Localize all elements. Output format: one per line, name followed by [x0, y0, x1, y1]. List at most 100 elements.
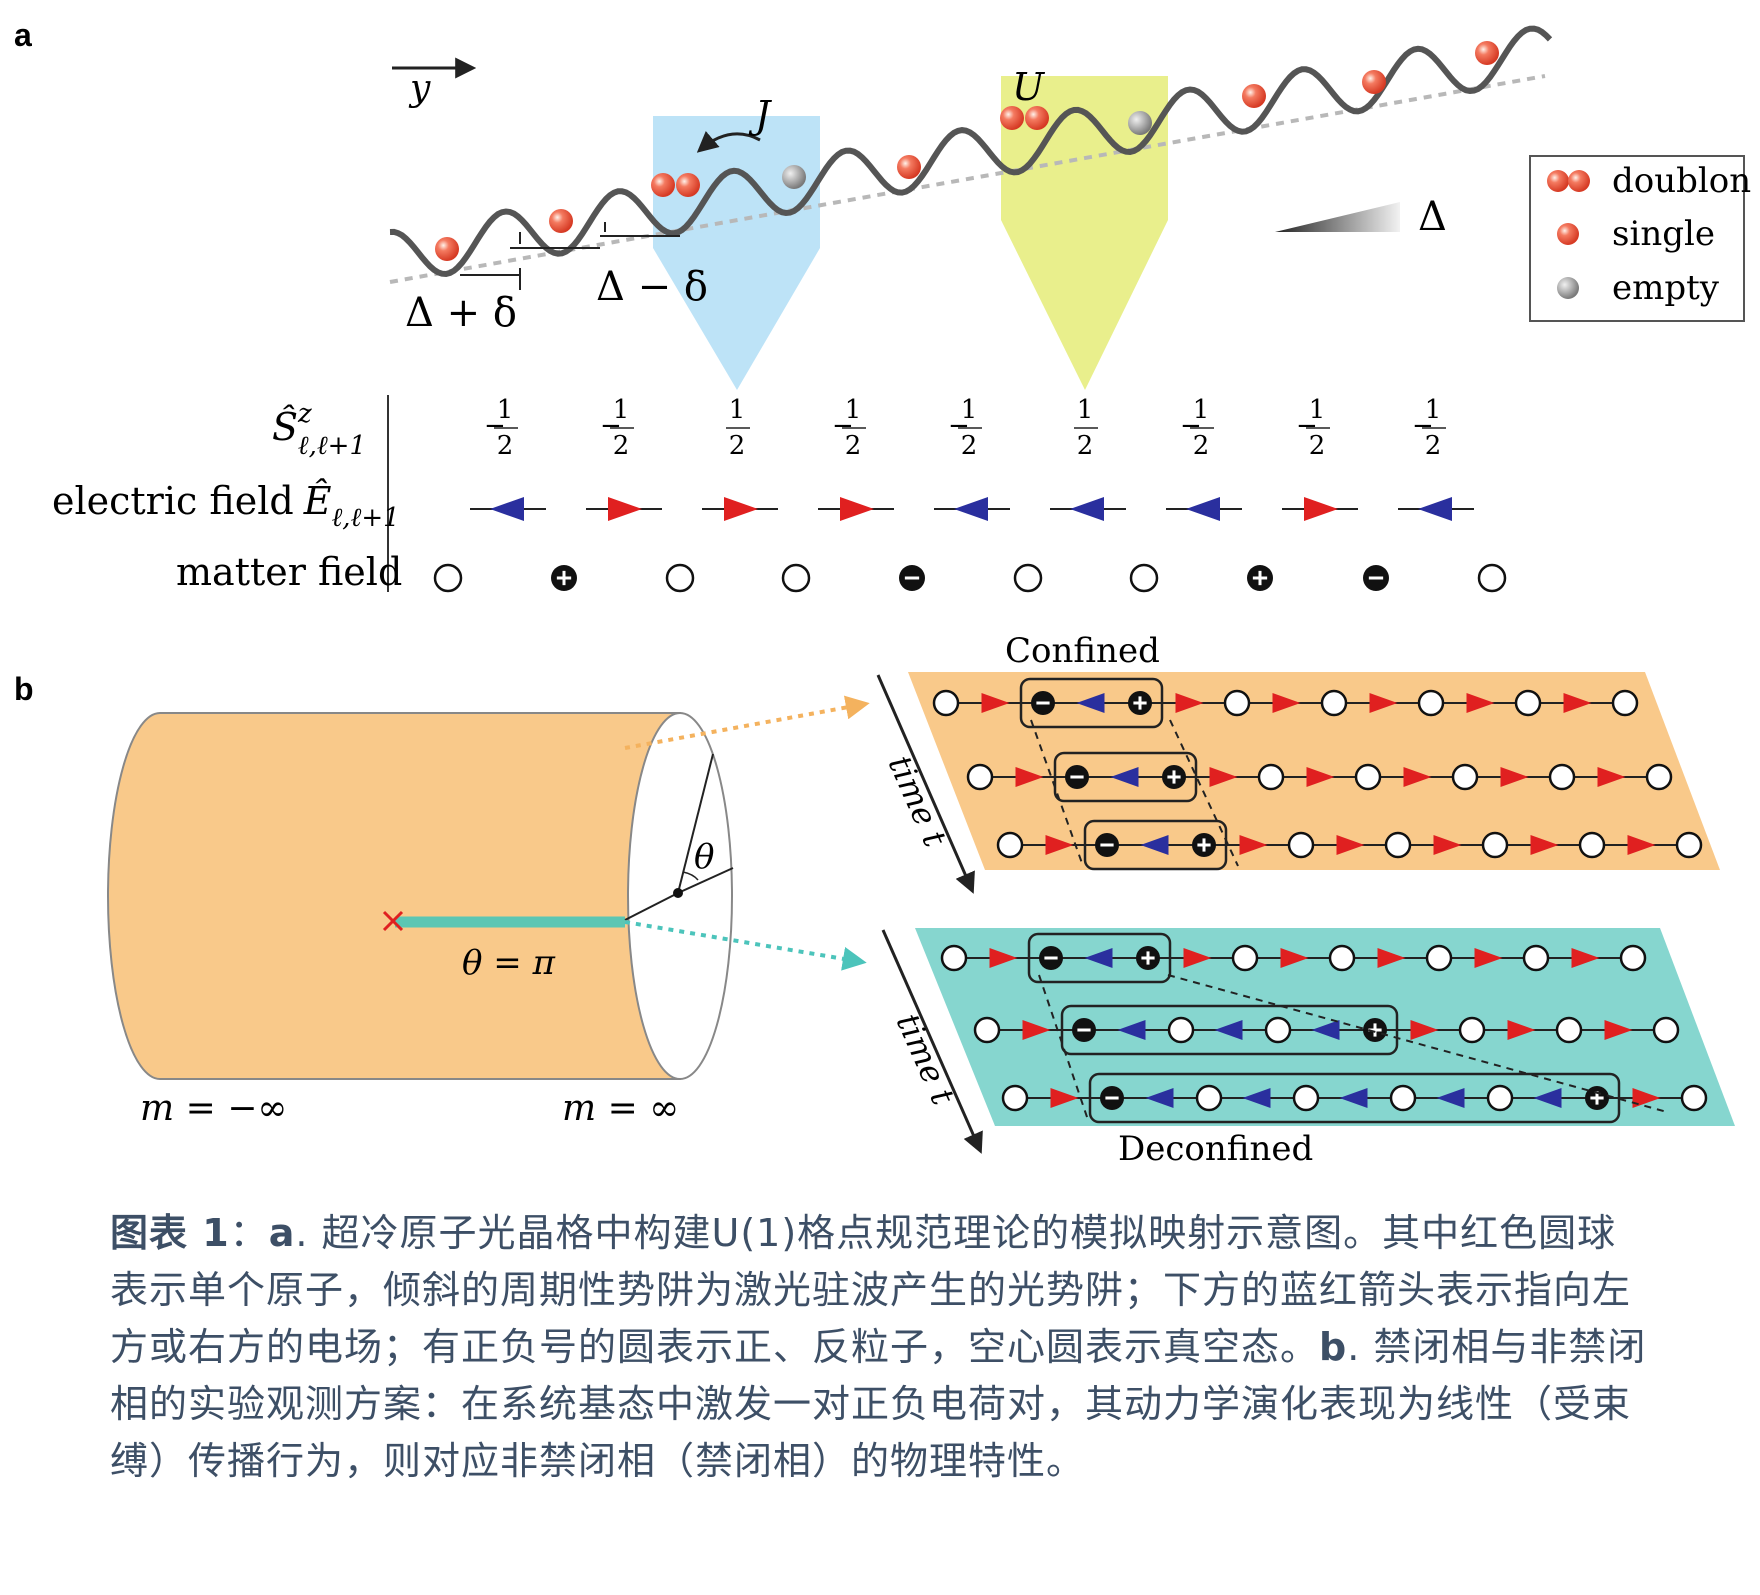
link-arrow-right-icon	[1369, 693, 1398, 713]
vacuum-site-icon	[1652, 1016, 1680, 1044]
single-atom	[1242, 84, 1266, 108]
link-arrow-right-icon	[1050, 1088, 1079, 1108]
time-label: time t	[881, 750, 955, 853]
vacuum-site-icon	[1001, 1084, 1029, 1112]
vacuum-site-icon	[1458, 1016, 1486, 1044]
single-atom	[435, 237, 459, 261]
figure-caption: 图表 1：a. 超冷原子光晶格中构建U(1)格点规范理论的模拟映射示意图。其中红…	[110, 1205, 1650, 1490]
electric-arrow-right-icon	[1282, 497, 1358, 521]
vacuum-site-icon	[1611, 689, 1639, 717]
confined-chain-row	[966, 751, 1673, 803]
vacuum-site-icon	[932, 689, 960, 717]
spin-sign: −	[832, 411, 854, 441]
vacuum-site-icon	[1257, 763, 1285, 791]
vacuum-site-icon	[1555, 1016, 1583, 1044]
charge-pair-box	[1060, 1004, 1399, 1056]
link-arrow-left-icon	[1076, 693, 1105, 713]
teal-pointer	[624, 920, 867, 971]
legend-single-label: single	[1612, 214, 1715, 254]
legend: doublon single empty	[1529, 155, 1751, 322]
link-arrow-left-icon	[1339, 1088, 1368, 1108]
vacuum-site-icon	[1514, 689, 1542, 717]
spin-num: 1	[961, 395, 978, 425]
positive-charge-icon	[1247, 565, 1273, 591]
spin-den: 2	[1193, 431, 1210, 461]
tilt-wedge	[1275, 202, 1400, 232]
spin-den: 2	[497, 431, 514, 461]
link-arrow-left-icon	[1117, 1020, 1146, 1040]
negative-charge-icon	[1363, 565, 1389, 591]
link-arrow-right-icon	[1597, 767, 1626, 787]
label-delta-minus-delta: Δ − δ	[596, 264, 708, 310]
vacuum-site-icon	[1328, 944, 1356, 972]
chains	[932, 677, 1708, 1124]
spin-den: 2	[1077, 431, 1094, 461]
atoms	[435, 41, 1499, 261]
link-arrow-right-icon	[1015, 767, 1044, 787]
single-atom	[1362, 70, 1386, 94]
negative-charge-icon	[1095, 833, 1119, 857]
electric-arrow-left-icon	[1398, 497, 1474, 521]
spin-num: 1	[1193, 395, 1210, 425]
negative-charge-icon	[899, 565, 925, 591]
blue-beam	[653, 116, 820, 390]
link-arrow-right-icon	[1306, 767, 1335, 787]
caption-a: a	[268, 1211, 296, 1255]
link-arrow-right-icon	[1632, 1088, 1661, 1108]
vacuum-site-icon	[1320, 689, 1348, 717]
matter-field-row	[433, 563, 1507, 593]
link-arrow-right-icon	[1433, 835, 1462, 855]
single-atom	[549, 209, 573, 233]
electric-arrow-right-icon	[818, 497, 894, 521]
confined-chain-row	[932, 677, 1639, 729]
spin-num: 1	[729, 395, 746, 425]
empty-site	[782, 165, 806, 189]
link-arrow-left-icon	[1311, 1020, 1340, 1040]
lattice-potential	[389, 25, 1553, 278]
legend-empty-icon	[1557, 277, 1579, 299]
vacuum-site-icon	[1425, 944, 1453, 972]
link-arrow-right-icon	[1209, 767, 1238, 787]
legend-doublon-label: doublon	[1612, 161, 1751, 201]
link-arrow-right-icon	[1377, 948, 1406, 968]
caption-label: 图表 1	[110, 1211, 230, 1255]
vacuum-site-icon	[1486, 1084, 1514, 1112]
vacuum-site-icon	[1292, 1084, 1320, 1112]
positive-charge-icon	[1136, 946, 1160, 970]
vacuum-site-icon	[1389, 1084, 1417, 1112]
link-arrow-left-icon	[1084, 948, 1113, 968]
theta-pi-label: θ = π	[462, 943, 556, 983]
link-arrow-left-icon	[1214, 1020, 1243, 1040]
link-arrow-right-icon	[1507, 1020, 1536, 1040]
link-arrow-right-icon	[989, 948, 1018, 968]
confined-chain-row	[996, 819, 1703, 871]
time-arrow	[876, 674, 975, 894]
link-arrow-right-icon	[1022, 1020, 1051, 1040]
vacuum-site-icon	[1354, 763, 1382, 791]
positive-charge-icon	[551, 565, 577, 591]
vacuum-site-icon	[1522, 944, 1550, 972]
panel-a-letter: a	[14, 17, 32, 53]
caption-text-a: . 超冷原子光晶格中构建U(1)格点规范理论的模拟映射示意图。其中红色圆球表示单…	[110, 1211, 1632, 1369]
vacuum-site-icon	[1481, 831, 1509, 859]
m-left-label: m = −∞	[140, 1088, 287, 1129]
spin-value: −12	[1296, 395, 1330, 461]
electric-field-row	[470, 497, 1474, 521]
electric-arrow-right-icon	[702, 497, 778, 521]
spin-value: −12	[1412, 395, 1446, 461]
charge-pair-box	[1027, 932, 1172, 984]
spin-den: 2	[729, 431, 746, 461]
spin-sign: −	[1296, 411, 1318, 441]
cylinder	[107, 712, 734, 1080]
link-arrow-right-icon	[1175, 693, 1204, 713]
empty-site	[1128, 111, 1152, 135]
doublon-atom	[1000, 106, 1024, 130]
vacuum-site-icon	[665, 563, 695, 593]
spin-num: 1	[1425, 395, 1442, 425]
spin-value: −12	[600, 395, 634, 461]
legend-doublon-icon	[1547, 170, 1569, 192]
link-arrow-left-icon	[1242, 1088, 1271, 1108]
charge-pair-box	[1053, 751, 1198, 803]
deconfined-chain-row	[1001, 1072, 1708, 1124]
